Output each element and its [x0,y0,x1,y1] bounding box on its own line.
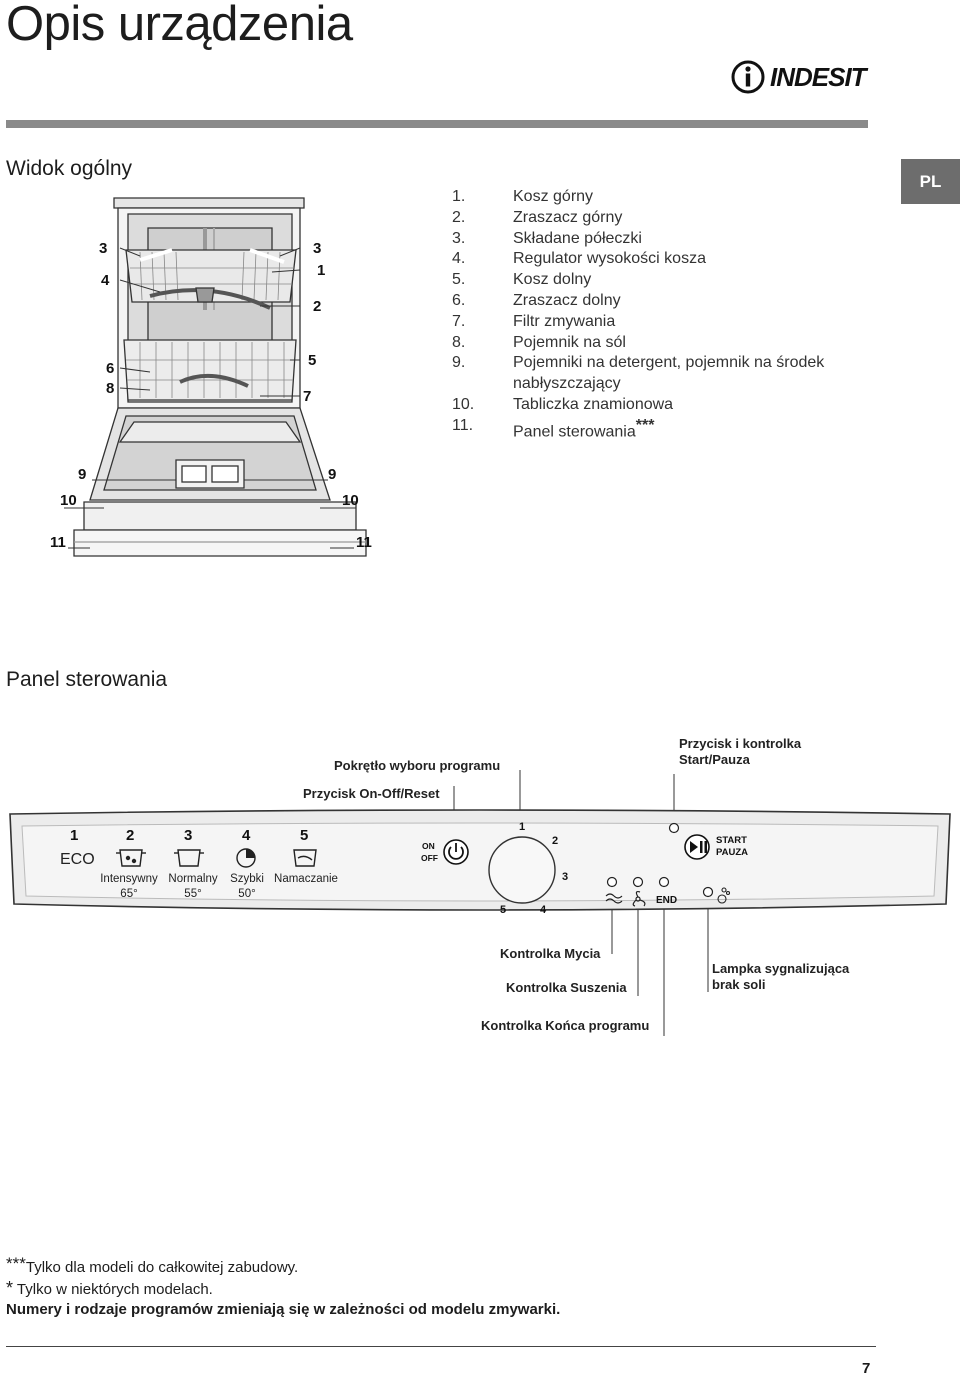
list-item: 3.Składane półeczki [452,229,642,247]
list-item: 8.Pojemnik na sól [452,333,626,351]
end-label: END [656,895,677,906]
brand-logo: INDESIT [730,58,870,98]
parts-list: 1.Kosz górny 2.Zraszacz górny 3.Składane… [452,187,913,443]
fan-dry-icon [632,890,646,907]
program-name-soak: Namaczanie [274,873,338,885]
list-item: 6.Zraszacz dolny [452,291,621,309]
list-item: 4.Regulator wysokości kosza [452,250,706,268]
callout-end-light: Kontrolka Końca programu [481,1018,650,1033]
section-heading-general-view: Widok ogólny [6,157,133,180]
soak-icon [293,849,317,867]
callout-dry-light: Kontrolka Suszenia [506,980,627,995]
diagram-label-11-right: 11 [356,534,372,551]
eco-icon: ECO [60,851,95,868]
list-item: 5.Kosz dolny [452,271,592,289]
wash-icon [605,893,623,904]
pot-intensive-icon [116,849,146,867]
diagram-label-6: 6 [106,360,114,377]
section-heading-control-panel: Panel sterowania [6,668,168,691]
footer-divider [6,1346,876,1347]
callout-start-pause: Przycisk i kontrolka Start/Pauza [679,736,802,767]
program-selector-knob[interactable] [488,836,556,904]
salt-indicator-light [702,886,714,898]
pot-normal-icon [174,849,204,867]
footnote-program-variation: Numery i rodzaje programów zmieniają się… [6,1301,561,1318]
page-title: Opis urządzenia [6,0,353,51]
start-pause-button[interactable] [684,834,710,860]
diagram-label-9-right: 9 [328,466,336,483]
diagram-label-11-left: 11 [50,534,66,551]
timer-quick-icon [236,848,256,868]
callout-salt-light: Lampka sygnalizująca brak soli [712,961,850,992]
list-item: 2.Zraszacz górny [452,208,623,226]
callout-on-off-reset: Przycisk On-Off/Reset [303,786,440,801]
brand-name: INDESIT [770,62,867,92]
program-number-3: 3 [184,827,192,844]
dry-indicator-light [632,876,644,888]
indesit-logo-icon [731,60,765,94]
diagram-label-4: 4 [101,272,110,289]
dishwasher-diagram: 3 4 6 8 3 1 2 5 7 9 9 10 10 11 11 [50,197,372,557]
wash-indicator-light [606,876,618,888]
knob-number-5: 5 [500,904,506,916]
knob-number-4: 4 [540,904,547,916]
diagram-label-3-left: 3 [99,240,107,257]
list-item: 11.Panel sterowania*** [452,416,655,441]
on-label: ON [422,841,435,851]
title-divider [6,120,868,128]
program-number-2: 2 [126,827,134,844]
program-number-5: 5 [300,827,308,844]
diagram-label-7: 7 [303,388,311,405]
pause-label: PAUZA [716,847,748,858]
start-indicator-light [668,822,680,834]
knob-number-3: 3 [562,871,568,883]
knob-number-1: 1 [519,821,525,833]
diagram-label-8: 8 [106,380,114,397]
list-item: 9.Pojemniki na detergent, pojemnik na śr… [452,354,825,393]
list-item: 10.Tabliczka znamionowa [452,395,674,413]
footnote-built-in: ***Tylko dla modeli do całkowitej zabudo… [6,1254,299,1276]
salt-icon [717,887,731,904]
off-label: OFF [421,853,438,863]
knob-number-2: 2 [552,835,558,847]
diagram-label-9-left: 9 [78,466,86,483]
list-item: 1.Kosz górny [452,188,594,205]
footnotes: ***Tylko dla modeli do całkowitej zabudo… [6,1254,560,1320]
diagram-label-3-right: 3 [313,240,321,257]
program-number-4: 4 [242,827,251,844]
power-button[interactable] [443,839,469,865]
diagram-label-10-right: 10 [342,492,359,509]
program-number-1: 1 [70,827,78,844]
start-label: START [716,835,747,846]
language-tab[interactable]: PL [901,159,960,204]
diagram-label-1: 1 [317,262,325,279]
list-item: 7.Filtr zmywania [452,312,616,330]
footnote-some-models: * Tylko w niektórych modelach. [6,1278,213,1298]
diagram-label-2: 2 [313,298,321,315]
callout-wash-light: Kontrolka Mycia [500,946,601,961]
end-indicator-light [658,876,670,888]
callout-program-knob: Pokrętło wyboru programu [334,758,501,773]
diagram-label-10-left: 10 [60,492,77,509]
page-number: 7 [862,1360,871,1377]
diagram-label-5: 5 [308,352,316,369]
